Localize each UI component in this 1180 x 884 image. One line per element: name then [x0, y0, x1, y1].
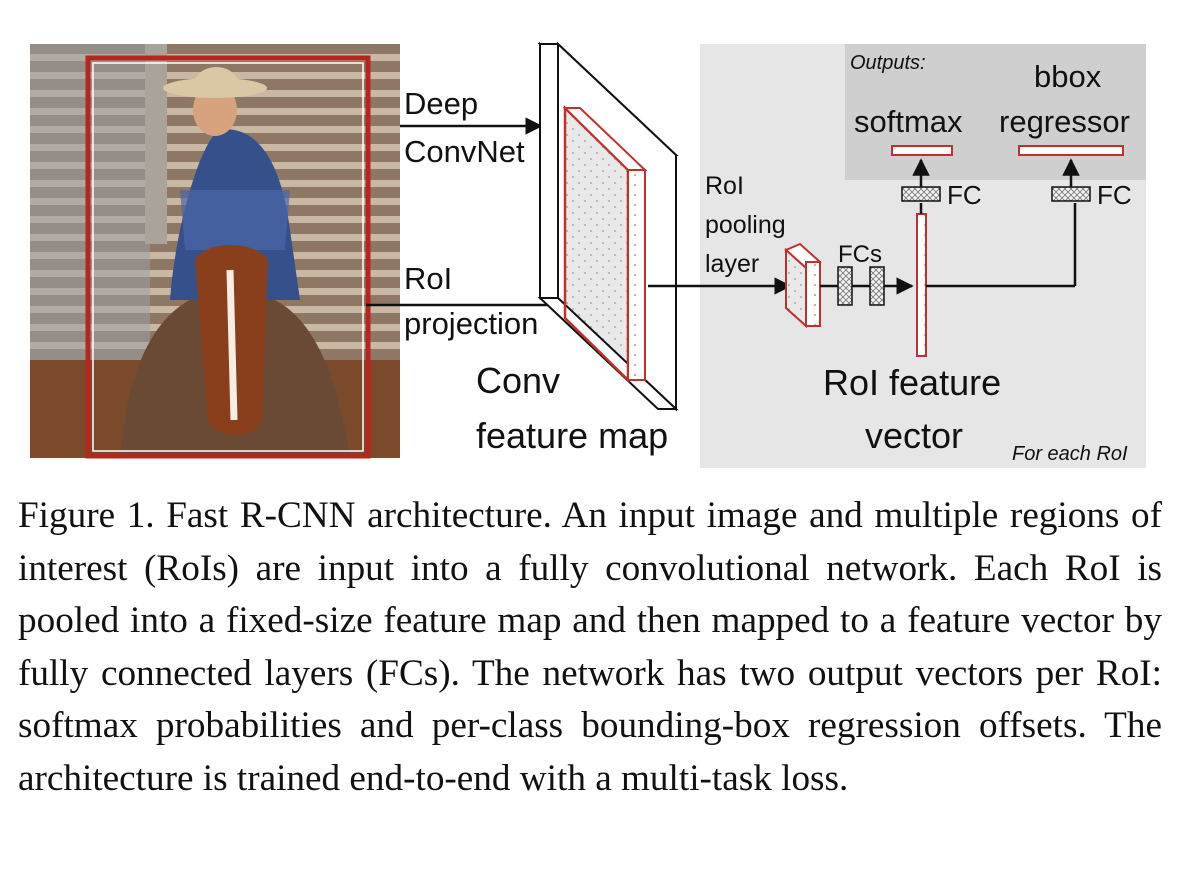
roi-projection-label: RoI: [404, 261, 452, 296]
roi-box: [85, 55, 371, 459]
fc-block-1: [837, 266, 853, 306]
roi-feature-vector-label: RoI feature: [823, 362, 1001, 403]
deep-convnet-label-2: ConvNet: [404, 134, 525, 169]
fc-bbox-block: [1051, 186, 1091, 202]
fc-softmax-label: FC: [947, 180, 982, 210]
outputs-panel: [845, 44, 1146, 180]
fcs-label: FCs: [838, 241, 882, 268]
fc-bbox-label: FC: [1097, 180, 1132, 210]
conv-feature-map-label: Conv: [476, 360, 560, 401]
roi-feature-vector-label-2: vector: [865, 415, 963, 456]
regressor-label: regressor: [999, 104, 1130, 139]
conv-feature-map-label-2: feature map: [476, 415, 668, 456]
roi-pooling-label: RoI: [705, 172, 744, 200]
roi-pooling-label-3: layer: [705, 250, 759, 278]
fc-softmax-block: [901, 186, 941, 202]
roi-feature-vector: [916, 213, 927, 357]
figure-caption: Figure 1. Fast R-CNN architecture. An in…: [18, 495, 1162, 799]
roi-projection-label-2: projection: [404, 306, 538, 341]
roi-pooling-label-2: pooling: [705, 211, 786, 239]
roi-pooling-block: [784, 242, 822, 329]
softmax-output-vector: [891, 145, 953, 156]
bbox-output-vector: [1018, 145, 1124, 156]
conv-feature-map: [537, 41, 679, 412]
softmax-label: softmax: [854, 104, 963, 139]
deep-convnet-label: Deep: [404, 86, 478, 121]
outputs-title: Outputs:: [850, 52, 926, 74]
bbox-label: bbox: [1034, 59, 1102, 94]
fc-block-2: [869, 266, 885, 306]
for-each-roi-label: For each RoI: [1012, 443, 1128, 465]
